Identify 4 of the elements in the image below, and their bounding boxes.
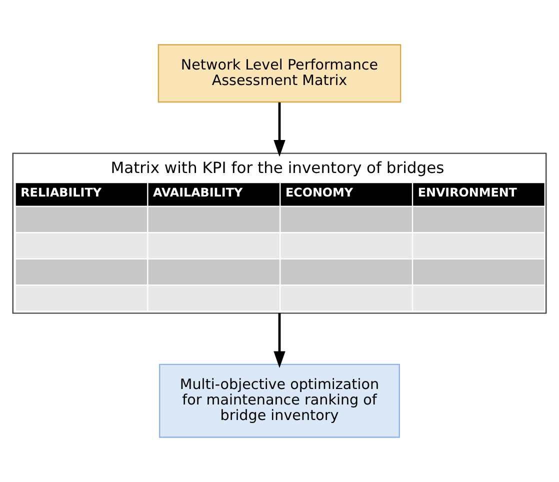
arrow xyxy=(274,313,286,368)
node-box: Multi-objective optimization for maintenance ranking of bridge inventory xyxy=(159,364,400,438)
arrow xyxy=(274,102,286,157)
node-box: Network Level Performance Assessment Matrix xyxy=(158,44,402,103)
